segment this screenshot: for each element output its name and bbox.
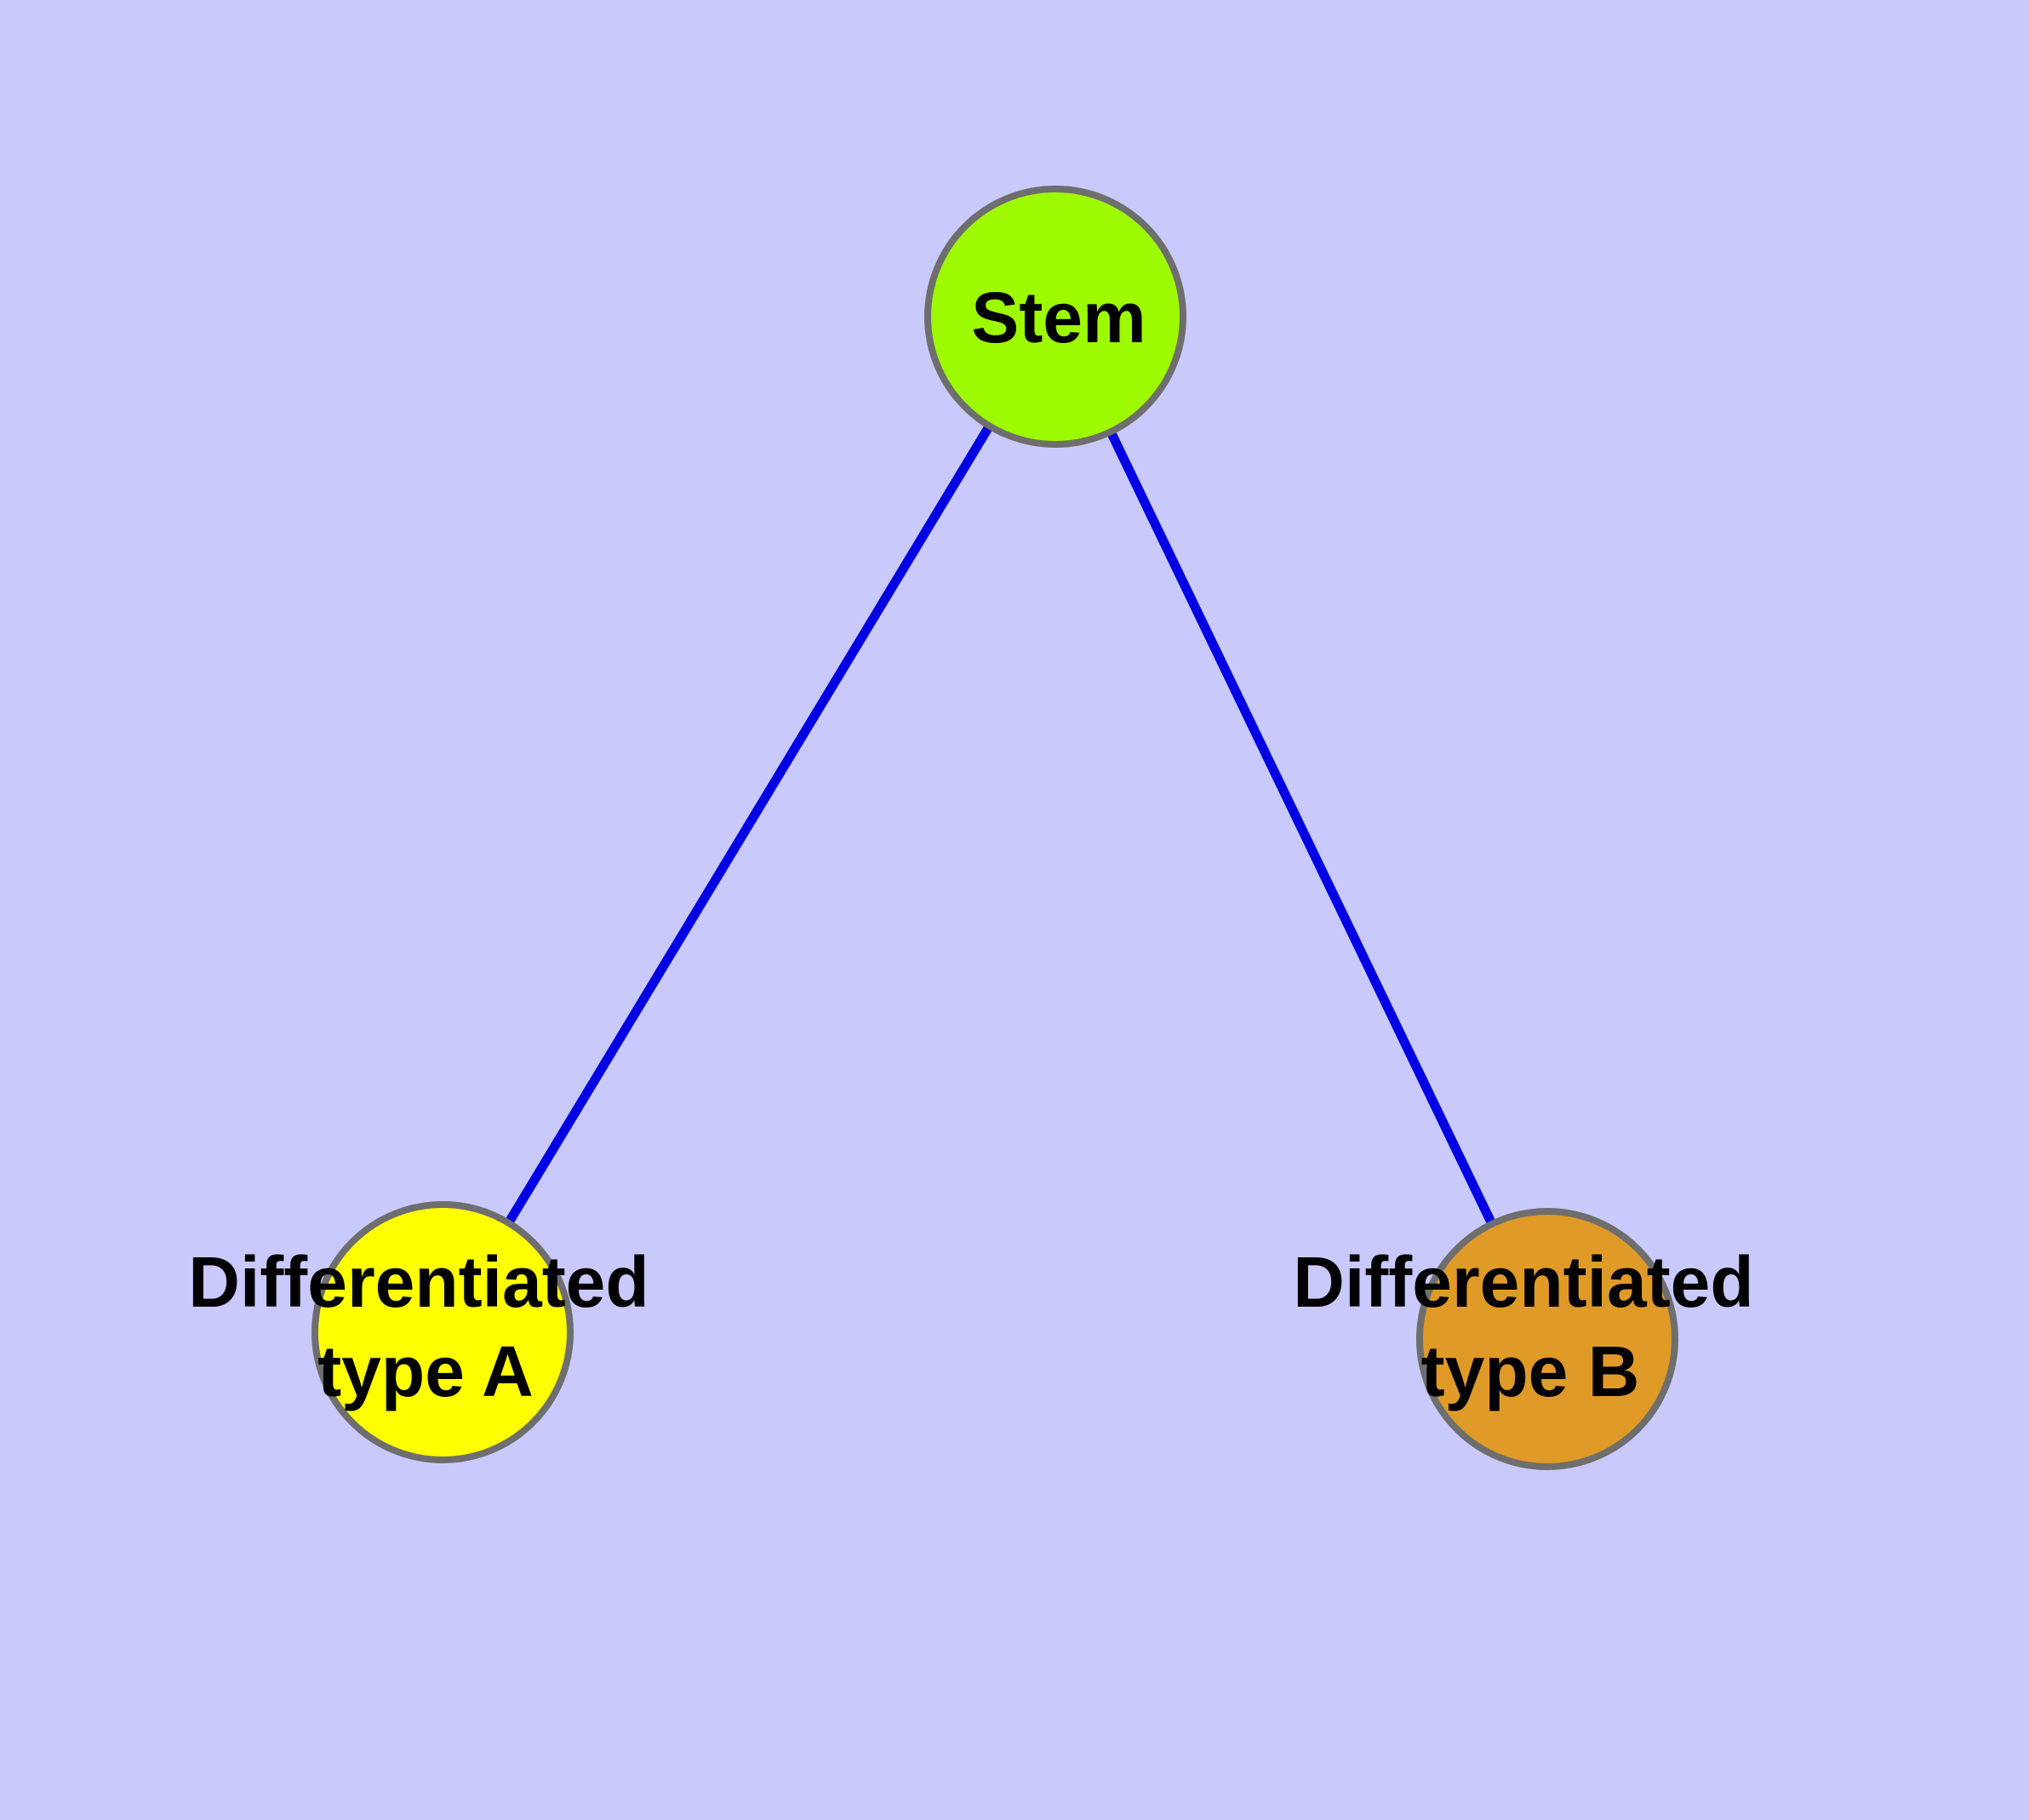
node-differentiated-type-b-label-line1: Differentiated: [1293, 1242, 1753, 1322]
node-differentiated-type-a-circle[interactable]: [311, 1201, 574, 1463]
node-differentiated-type-b-label-line2: type B: [1421, 1331, 1640, 1411]
node-stem-circle[interactable]: [924, 186, 1186, 448]
node-stem[interactable]: [924, 186, 1186, 448]
node-differentiated-type-b-circle[interactable]: [1416, 1208, 1678, 1470]
node-layer: [311, 186, 1678, 1470]
node-differentiated-type-a[interactable]: [311, 1201, 574, 1463]
node-differentiated-type-a-label-line2: type A: [317, 1331, 534, 1411]
label-layer: Stem Differentiated type A Differentiate…: [188, 278, 1753, 1411]
edge-stem-to-differentiated-type-a[interactable]: [438, 314, 1060, 1335]
edge-stem-to-differentiated-type-b[interactable]: [1051, 314, 1552, 1342]
node-differentiated-type-b[interactable]: [1416, 1208, 1678, 1470]
edge-layer: [438, 314, 1552, 1342]
node-stem-label: Stem: [971, 278, 1146, 358]
node-differentiated-type-a-label-line1: Differentiated: [188, 1242, 649, 1322]
